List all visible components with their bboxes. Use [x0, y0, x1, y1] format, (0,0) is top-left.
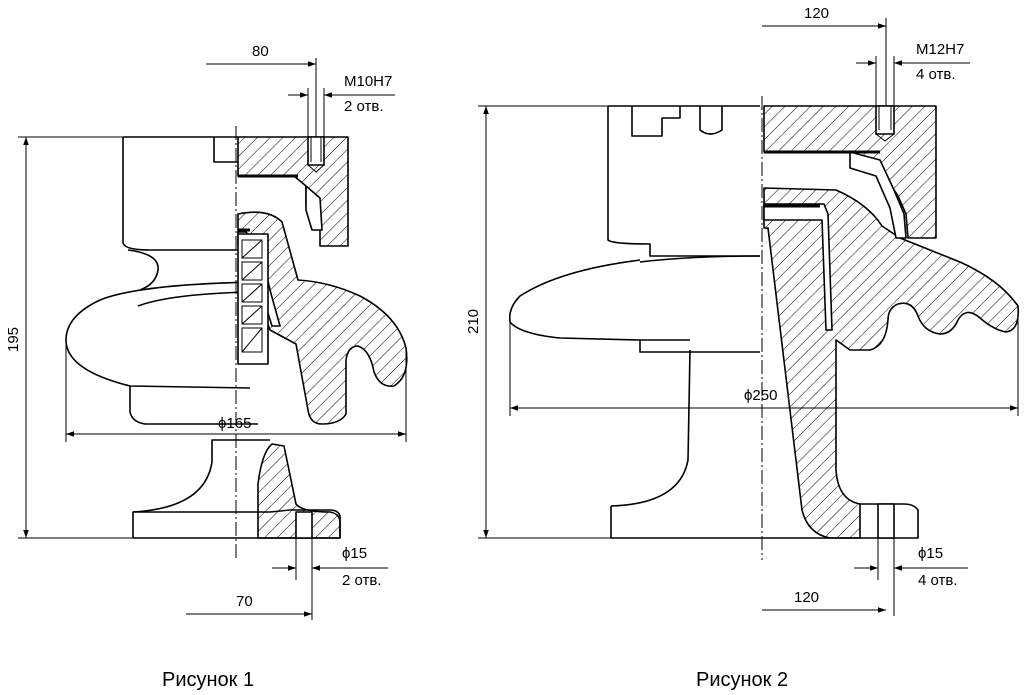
figure-1-section — [237, 136, 408, 539]
figure-2-dim-120-bottom: 120 — [762, 589, 886, 613]
figure-2-hole-diameter: ϕ15 — [918, 545, 943, 562]
figure-1-dim-80-label: 80 — [252, 43, 269, 60]
figure-1-thread-callout: М10Н7 2 отв. — [288, 73, 395, 137]
figure-1-insulator-body — [65, 136, 341, 539]
figure-2-hole-callout: ϕ15 4 отв. — [854, 538, 968, 616]
figure-1-thread-label: М10Н7 — [344, 73, 392, 90]
figure-2-section — [763, 105, 1020, 539]
figure-2-thread-holes: 4 отв. — [916, 66, 956, 83]
figure-1-dim-80: 80 — [206, 43, 317, 137]
figure-2-thread-callout: М12Н7 4 отв. — [856, 41, 970, 106]
figure-1-dim-195-label: 195 — [5, 327, 22, 352]
figure-1-dim-165-label: ϕ165 — [218, 415, 251, 432]
figure-1: 80 М10Н7 2 отв. 195 ϕ165 — [5, 43, 408, 691]
figure-1-dim-195: 195 — [5, 136, 133, 539]
figure-2-dim-120-top-label: 120 — [804, 5, 829, 22]
figure-1-thread-cells — [241, 239, 263, 353]
figure-2-dim-210: 210 — [465, 105, 611, 539]
figure-1-dim-165: ϕ165 — [65, 340, 407, 442]
figure-1-dim-70-label: 70 — [236, 593, 253, 610]
figure-1-hole-count: 2 отв. — [342, 572, 382, 589]
figure-1-hole-diameter: ϕ15 — [342, 545, 367, 562]
figure-2-hole-count: 4 отв. — [918, 572, 958, 589]
figure-1-thread-holes: 2 отв. — [344, 98, 384, 115]
figure-2-dim-210-label: 210 — [465, 309, 482, 334]
figure-2-dim-120-bottom-label: 120 — [794, 589, 819, 606]
figure-1-dim-70: 70 — [186, 593, 312, 617]
figure-2-insulator-body — [508, 105, 919, 539]
figure-2-dim-250-label: ϕ250 — [744, 387, 777, 404]
figure-2-thread-label: М12Н7 — [916, 41, 964, 58]
figure-1-caption: Рисунок 1 — [162, 669, 254, 691]
figure-2-dim-120-top: 120 — [762, 5, 887, 106]
figure-1-hole-callout: ϕ15 2 отв. — [272, 538, 388, 620]
figure-2-caption: Рисунок 2 — [696, 669, 788, 691]
figure-2-dim-250: ϕ250 — [509, 306, 1019, 416]
figure-2: 120 М12Н7 4 отв. 210 ϕ250 — [465, 5, 1020, 691]
